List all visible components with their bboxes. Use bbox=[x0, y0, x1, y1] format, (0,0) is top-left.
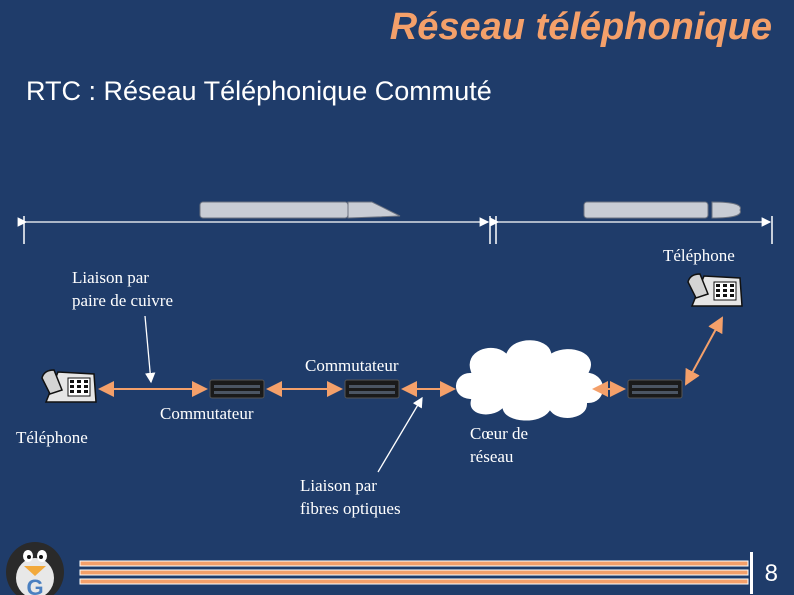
label-switch-bottom: Commutateur bbox=[160, 404, 254, 423]
pointer-copper bbox=[144, 315, 156, 384]
label-fiber-line2: fibres optiques bbox=[300, 499, 401, 518]
slide-title: Réseau téléphonique bbox=[389, 6, 772, 48]
page-number: 8 bbox=[764, 560, 778, 587]
telephone-left-icon bbox=[41, 369, 97, 403]
switch-1-icon bbox=[209, 379, 265, 399]
label-telephone-right: Téléphone bbox=[663, 246, 735, 265]
penguin-logo-icon: G bbox=[6, 542, 64, 595]
label-telephone-left: Téléphone bbox=[16, 428, 88, 447]
switch-3-icon bbox=[627, 379, 683, 399]
slide-subtitle: RTC : Réseau Téléphonique Commuté bbox=[26, 76, 492, 106]
telephone-right-icon bbox=[687, 273, 743, 307]
label-copper-line1: Liaison par bbox=[72, 268, 149, 287]
svg-text:G: G bbox=[26, 575, 43, 595]
scope-banner-right bbox=[583, 201, 741, 219]
scope-banner-left bbox=[199, 201, 401, 219]
scope-bracket-left bbox=[17, 216, 491, 244]
footer-bars bbox=[79, 552, 753, 594]
label-switch-top: Commutateur bbox=[305, 356, 399, 375]
scope-bracket-right bbox=[489, 216, 773, 244]
label-copper-line2: paire de cuivre bbox=[72, 291, 173, 310]
label-core-line1: Cœur de bbox=[470, 424, 529, 443]
links bbox=[98, 316, 723, 397]
link-switch3-phone bbox=[685, 316, 723, 386]
label-fiber-line1: Liaison par bbox=[300, 476, 377, 495]
switch-2-icon bbox=[344, 379, 400, 399]
pointer-fiber bbox=[377, 396, 423, 473]
label-core-line2: réseau bbox=[470, 447, 514, 466]
network-core-cloud bbox=[454, 338, 605, 423]
